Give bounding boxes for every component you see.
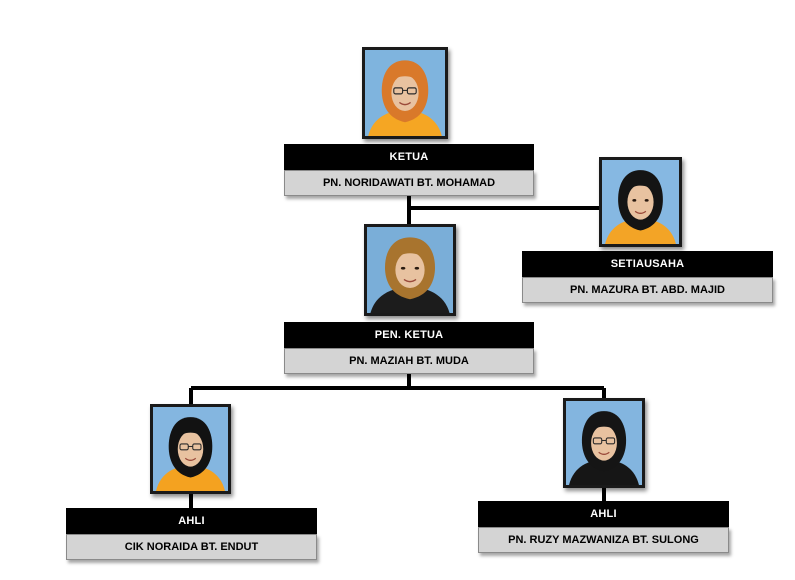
portrait-clothing	[569, 459, 639, 485]
portrait-clothing	[605, 218, 676, 244]
name-label-ketua: PN. NORIDAWATI BT. MOHAMAD	[284, 170, 534, 196]
portrait-image	[365, 50, 445, 136]
portrait-glasses-left	[592, 437, 603, 445]
portrait-headscarf-fold	[177, 429, 204, 439]
portrait-mouth	[634, 210, 647, 215]
portrait-clothing	[370, 287, 450, 313]
portrait-mouth	[184, 457, 197, 462]
name-label-setiausaha: PN. MAZURA BT. ABD. MAJID	[522, 277, 773, 303]
portrait-ahli-noraida	[150, 404, 231, 494]
role-label-setiausaha: SETIAUSAHA	[522, 251, 773, 277]
portrait-ahli-ruzy	[563, 398, 645, 488]
portrait-mouth	[403, 278, 417, 283]
role-label-ketua: KETUA	[284, 144, 534, 170]
role-label-ahli-left: AHLI	[66, 508, 317, 534]
portrait-image	[602, 160, 679, 244]
portrait-clothing	[156, 465, 225, 491]
portrait-image	[566, 401, 642, 485]
portrait-glasses-right	[605, 437, 616, 445]
name-label-ahli-noraida: CIK NORAIDA BT. ENDUT	[66, 534, 317, 560]
portrait-clothing	[368, 110, 442, 136]
role-label-ahli-right: AHLI	[478, 501, 729, 527]
portrait-mouth	[598, 451, 610, 456]
portrait-headscarf-fold	[391, 72, 419, 83]
portrait-face	[395, 251, 425, 289]
portrait-pen-ketua	[364, 224, 456, 316]
portrait-face	[391, 74, 419, 112]
portrait-setiausaha	[599, 157, 682, 247]
portrait-mouth	[399, 101, 411, 106]
portrait-eye-left	[632, 198, 637, 202]
portrait-eye-right	[414, 266, 420, 270]
portrait-headscarf-fold	[395, 249, 425, 260]
portrait-face	[177, 431, 204, 467]
portrait-eye-right	[644, 198, 649, 202]
portrait-image	[153, 407, 228, 491]
name-label-ahli-ruzy: PN. RUZY MAZWANIZA BT. SULONG	[478, 527, 729, 553]
portrait-image	[367, 227, 453, 313]
portrait-ketua	[362, 47, 448, 139]
portrait-headscarf-fold	[591, 423, 617, 433]
portrait-headscarf-fold	[627, 182, 654, 192]
portrait-eye-left	[400, 266, 406, 270]
portrait-face	[627, 184, 654, 220]
name-label-pen-ketua: PN. MAZIAH BT. MUDA	[284, 348, 534, 374]
portrait-face	[591, 425, 617, 461]
role-label-pen-ketua: PEN. KETUA	[284, 322, 534, 348]
